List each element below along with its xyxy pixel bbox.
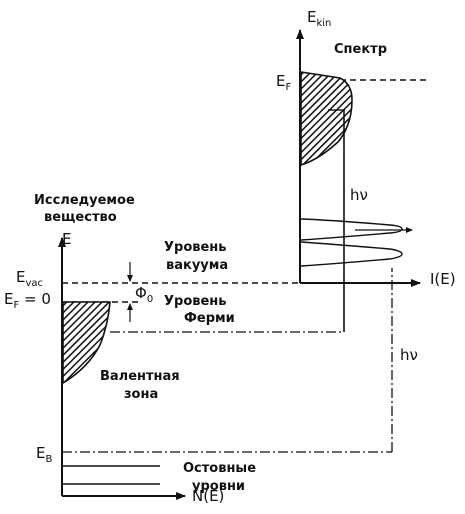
ne-axis-label: N(E) — [192, 487, 224, 505]
sample-title-line2: вещество — [44, 210, 117, 225]
spectrum-core-peak-lower — [300, 241, 403, 267]
core-caption-line2: уровни — [192, 479, 245, 494]
evac-label: Evac — [16, 268, 43, 289]
evac-symbol: E — [16, 268, 25, 286]
valence-caption-line2: зона — [124, 387, 158, 402]
phi-subscript: 0 — [147, 294, 153, 305]
ekin-symbol: E — [307, 8, 316, 26]
spectrum-ef-symbol: E — [276, 72, 285, 90]
eb-label: EB — [36, 444, 52, 465]
spectrum-valence-band — [300, 71, 353, 167]
evac-subscript: vac — [25, 278, 43, 289]
spectrum-hv-label: hν — [350, 186, 368, 204]
vacuum-level-caption: Уровень вакуума — [164, 240, 231, 273]
fermi-caption-line1: Уровень — [164, 294, 227, 309]
spectrum-core-peak-upper — [300, 218, 403, 241]
ef-zero-symbol: E — [4, 290, 13, 308]
e-axis-label: E — [62, 230, 71, 248]
valence-band — [62, 301, 111, 385]
sample-title-line1: Исследуемое — [34, 193, 135, 208]
spectrum-ef-label: EF — [276, 72, 291, 93]
core-caption-line1: Остовные — [183, 461, 256, 476]
spectrum-ef-subscript: F — [285, 82, 291, 93]
fermi-level-caption: Уровень Ферми — [164, 294, 235, 326]
ef-zero-label: EF = 0 — [4, 290, 51, 311]
sample-title: Исследуемое вещество — [34, 193, 139, 225]
vacuum-caption-line1: Уровень — [164, 240, 227, 255]
ie-axis-label: I(E) — [430, 270, 456, 288]
eb-symbol: E — [36, 444, 45, 462]
valence-caption-line1: Валентная — [100, 369, 180, 384]
eb-subscript: B — [45, 454, 52, 465]
spectrum-title: Спектр — [334, 42, 387, 57]
ef-zero-equals: = 0 — [19, 290, 51, 308]
core-levels-caption: Остовные уровни — [183, 461, 261, 494]
hv-right-label: hν — [400, 346, 418, 364]
phi-symbol: Φ — [135, 284, 147, 302]
ekin-axis-label: Ekin — [307, 8, 331, 29]
valence-band-caption: Валентная зона — [100, 369, 184, 402]
ekin-subscript: kin — [316, 18, 331, 29]
ef-zero-subscript: F — [13, 300, 19, 311]
work-function-label: Φ0 — [135, 284, 153, 305]
vacuum-caption-line2: вакуума — [166, 258, 228, 273]
fermi-caption-line2: Ферми — [184, 311, 235, 326]
